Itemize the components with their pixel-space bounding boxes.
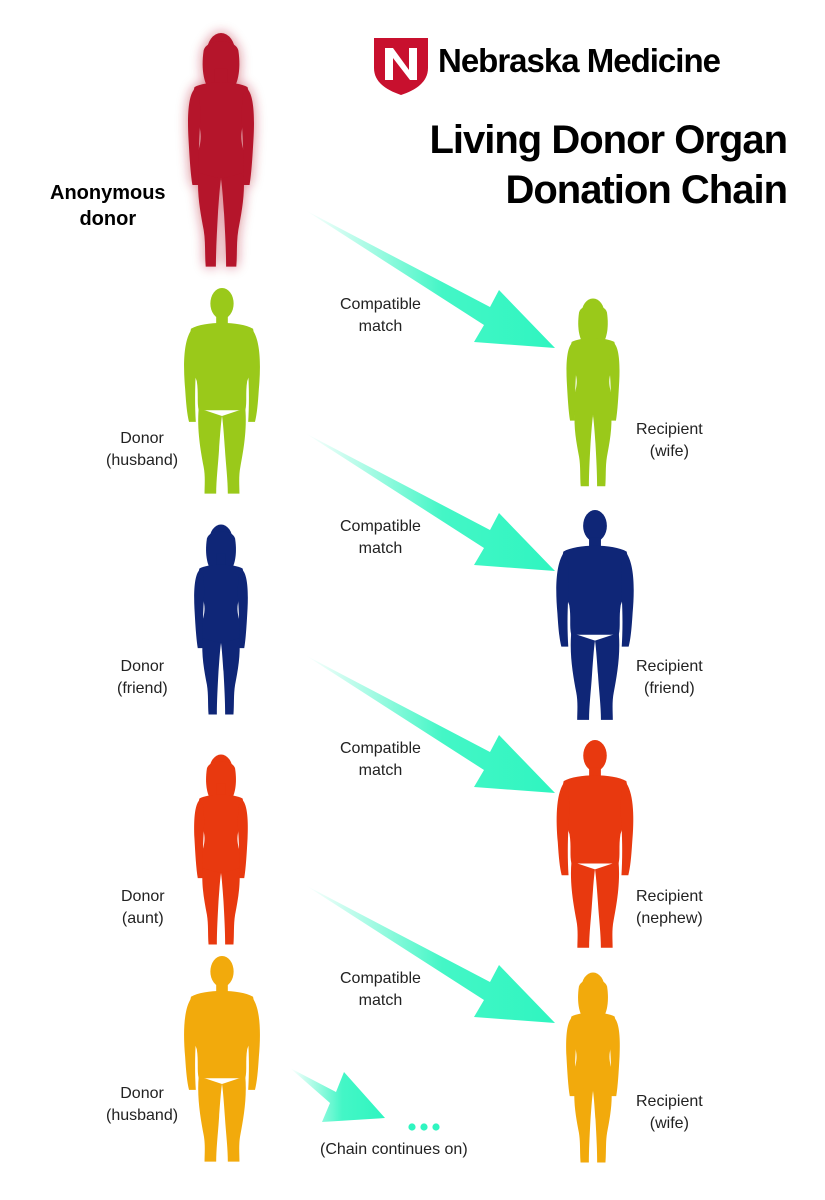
compatible-match-arrow (305, 210, 555, 348)
donor-figure-friend (194, 524, 248, 715)
match-label-line-2: match (358, 318, 403, 335)
compatible-match-arrow (305, 885, 555, 1023)
compatible-match-label: Compatible match (340, 294, 421, 338)
match-label-line-2: match (358, 762, 403, 779)
chain-continues-arrow (290, 1068, 385, 1122)
donor-figure-husband (184, 288, 260, 494)
recipient-figure-nephew (556, 740, 634, 948)
donor-label-line-1: Donor (120, 658, 165, 675)
donor-label: Donor (friend) (117, 656, 168, 700)
compatible-match-label: Compatible match (340, 738, 421, 782)
donor-figure-aunt (194, 754, 248, 945)
donor-label-line-1: Donor (120, 1085, 164, 1102)
anonymous-donor-label-line-2: donor (79, 208, 137, 230)
recipient-label-line-2: (nephew) (636, 910, 703, 927)
shield-n-icon (374, 38, 428, 95)
recipient-figure-friend (556, 510, 634, 720)
recipient-label: Recipient (nephew) (636, 886, 703, 930)
donor-label-line-1: Donor (121, 888, 165, 905)
compatible-match-label: Compatible match (340, 968, 421, 1012)
recipient-label-line-2: (wife) (649, 1115, 689, 1132)
chain-continues-text: (Chain continues on) (320, 1141, 468, 1158)
title-line-2: Donation Chain (505, 168, 788, 212)
recipient-label-line-1: Recipient (636, 421, 703, 438)
recipient-figure-wife (566, 298, 620, 487)
match-label-line-2: match (358, 992, 403, 1009)
recipient-label-line-2: (friend) (644, 680, 695, 697)
donor-label: Donor (husband) (106, 428, 178, 472)
recipient-label-line-1: Recipient (636, 888, 703, 905)
donor-label: Donor (husband) (106, 1083, 178, 1127)
donor-label: Donor (aunt) (121, 886, 165, 930)
donor-label-line-1: Donor (120, 430, 164, 447)
match-label-line-1: Compatible (340, 740, 421, 757)
donor-figure-husband (184, 956, 260, 1162)
donor-label-line-2: (friend) (117, 680, 168, 697)
compatible-match-arrow (305, 433, 555, 571)
anonymous-donor-label: Anonymous donor (50, 180, 166, 232)
recipient-label: Recipient (friend) (636, 656, 703, 700)
donor-label-line-2: (husband) (106, 1107, 179, 1124)
nebraska-medicine-logo: Nebraska Medicine (372, 36, 792, 96)
match-label-line-2: match (358, 540, 403, 557)
anonymous-donor-figure (188, 33, 254, 267)
donor-label-line-2: (aunt) (121, 910, 164, 927)
recipient-label-line-1: Recipient (636, 1093, 703, 1110)
diagram-title: Living Donor Organ Donation Chain (429, 115, 788, 215)
recipient-label-line-2: (wife) (649, 443, 689, 460)
match-label-line-1: Compatible (340, 970, 421, 987)
compatible-match-arrow (305, 655, 555, 793)
match-label-line-1: Compatible (340, 296, 421, 313)
recipient-label-line-1: Recipient (636, 658, 703, 675)
recipient-label: Recipient (wife) (636, 419, 703, 463)
match-label-line-1: Compatible (340, 518, 421, 535)
title-line-1: Living Donor Organ (429, 118, 788, 162)
donor-label-line-2: (husband) (106, 452, 179, 469)
ellipsis-dots (408, 1123, 440, 1131)
recipient-figure-wife (566, 972, 620, 1163)
chain-continues-label: (Chain continues on) (320, 1139, 468, 1161)
anonymous-donor-label-line-1: Anonymous (50, 182, 166, 204)
compatible-match-label: Compatible match (340, 516, 421, 560)
brand-name: Nebraska Medicine (438, 42, 721, 79)
recipient-label: Recipient (wife) (636, 1091, 703, 1135)
